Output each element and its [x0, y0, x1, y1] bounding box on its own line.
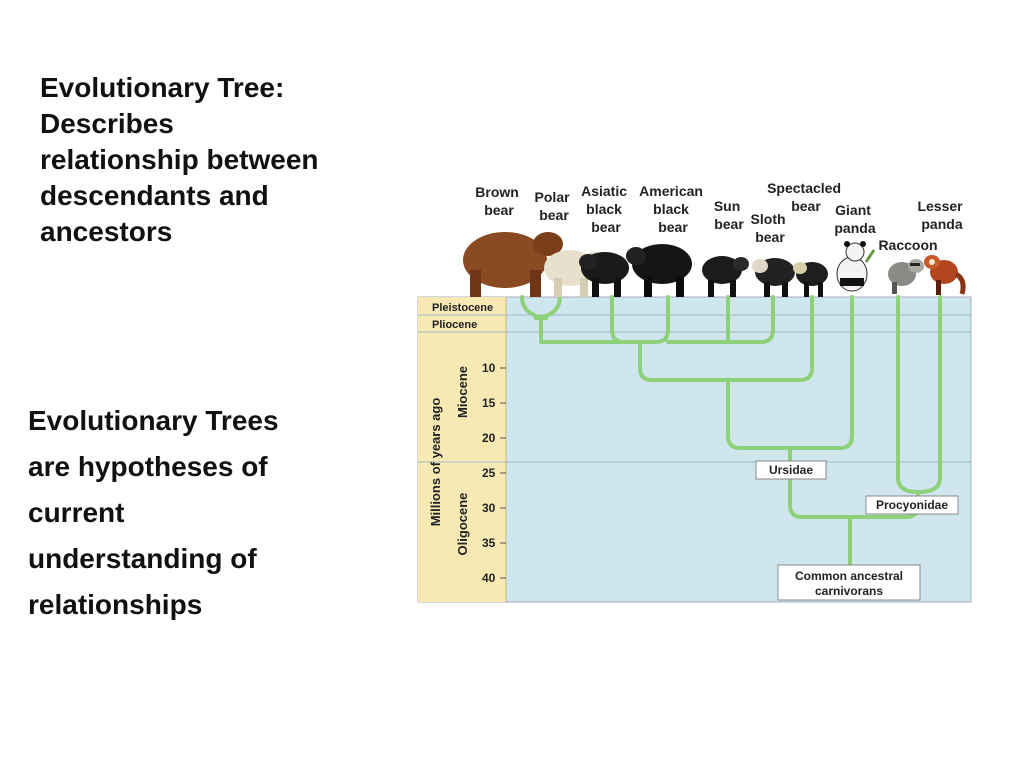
body-line: Evolutionary Trees	[28, 405, 279, 436]
ursidae-label-box	[755, 460, 827, 480]
heading-line: Evolutionary Tree:	[40, 72, 285, 103]
tick-label: 15	[482, 396, 496, 410]
heading-line: ancestors	[40, 216, 173, 247]
species-label-sun-bear: Sun bear	[714, 198, 745, 232]
epoch-oligocene: Oligocene	[455, 493, 470, 556]
common-ancestor-label: carnivorans	[815, 584, 883, 598]
spectacled-bear-icon	[793, 262, 828, 297]
species-label-raccoon: Raccoon	[878, 237, 937, 253]
diagram-panel	[417, 296, 972, 603]
procyonidae-label-box	[865, 495, 959, 515]
tick-label: 10	[482, 361, 496, 375]
species-label-asiatic-black-bear: Asiatic black bear	[581, 183, 631, 235]
time-scale-sidebar	[418, 297, 506, 602]
asiatic-black-bear-icon	[579, 252, 629, 297]
epoch-miocene: Miocene	[455, 366, 470, 418]
tick-label: 35	[482, 536, 496, 550]
tick-label: 20	[482, 431, 496, 445]
tick-label: 25	[482, 466, 496, 480]
giant-panda-icon	[836, 241, 876, 292]
branch-brown-polar-stem	[539, 316, 642, 344]
body-line: are hypotheses of	[28, 451, 268, 482]
ursidae-label: Ursidae	[769, 463, 813, 477]
species-label-polar-bear: Polar bear	[535, 189, 574, 223]
common-ancestor-label: Common ancestral	[795, 569, 903, 583]
body-line: relationships	[28, 589, 203, 620]
branch-brown-polar	[520, 295, 562, 321]
tick-label: 40	[482, 571, 496, 585]
species-label-american-black-bear: American black bear	[639, 183, 707, 235]
branch-ursidae-stem	[788, 446, 852, 519]
sun-bear-icon	[702, 256, 749, 297]
species-label-brown-bear: Brown bear	[475, 184, 522, 218]
slide-heading: Evolutionary Tree: Describes relationshi…	[40, 70, 400, 250]
slide-body-text: Evolutionary Trees are hypotheses of cur…	[28, 398, 358, 628]
species-label-sloth-bear: Sloth bear	[751, 211, 790, 245]
sloth-bear-icon	[752, 258, 795, 297]
epoch-pleistocene: Pleistocene	[432, 302, 493, 314]
lesser-panda-icon	[924, 255, 966, 295]
axis-label: Millions of years ago	[428, 398, 443, 527]
species-label-spectacled-bear: Spectacled bear	[767, 180, 845, 214]
brown-bear-icon	[463, 232, 563, 297]
species-label-lesser-panda: Lesser panda	[917, 198, 966, 232]
epoch-pliocene: Pliocene	[432, 319, 477, 331]
body-line: understanding of	[28, 543, 257, 574]
body-line: current	[28, 497, 125, 528]
species-label-giant-panda: Giant panda	[834, 202, 875, 236]
american-black-bear-icon	[626, 244, 692, 297]
heading-line: descendants and	[40, 180, 269, 211]
heading-line: Describes	[40, 108, 174, 139]
raccoon-icon	[888, 259, 924, 294]
common-ancestor-label-box	[777, 564, 921, 601]
tick-label: 30	[482, 501, 496, 515]
procyonidae-label: Procyonidae	[876, 498, 948, 512]
heading-line: relationship between	[40, 144, 319, 175]
branch-sloth	[726, 295, 775, 344]
